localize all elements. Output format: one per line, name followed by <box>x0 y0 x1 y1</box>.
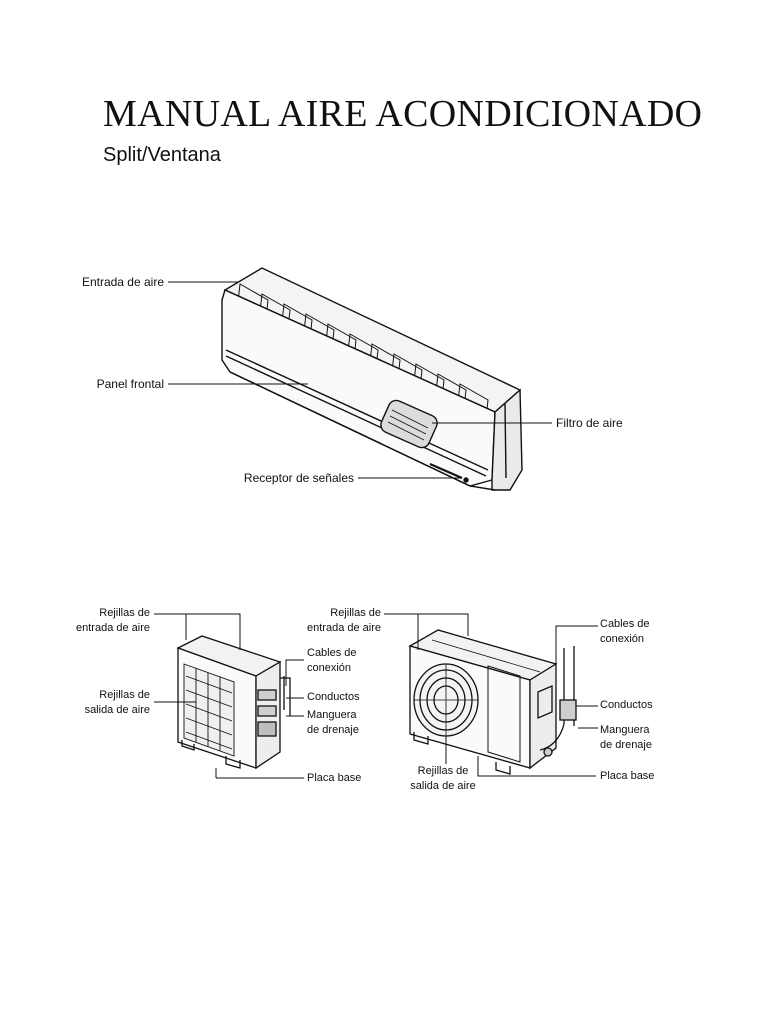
left-label-rejillas-salida-1: Rejillas de <box>99 689 150 701</box>
left-label-cables-2: conexión <box>307 662 352 674</box>
right-label-rejillas-salida-1: Rejillas de <box>417 765 469 777</box>
left-label-rejillas-entrada-2: entrada de aire <box>76 622 150 634</box>
right-label-manguera-1: Manguera <box>600 724 650 736</box>
left-label-manguera-2: de drenaje <box>307 724 359 736</box>
right-label-rejillas-salida-2: salida de aire <box>410 780 476 792</box>
left-label-conductos: Conductos <box>307 691 360 703</box>
page-title: MANUAL AIRE ACONDICIONADO <box>103 93 703 135</box>
label-panel-frontal: Panel frontal <box>96 377 164 391</box>
page-subtitle: Split/Ventana <box>103 144 221 166</box>
left-label-manguera-1: Manguera <box>307 709 357 721</box>
indoor-leaders <box>168 281 552 479</box>
outdoor-right-leaders <box>384 613 598 777</box>
label-entrada-aire: Entrada de aire <box>81 275 164 289</box>
left-label-placa-base: Placa base <box>307 772 362 784</box>
label-receptor-senales: Receptor de señales <box>243 471 354 485</box>
left-label-rejillas-entrada-1: Rejillas de <box>99 607 150 619</box>
left-label-cables-1: Cables de <box>307 647 357 659</box>
label-filtro-aire: Filtro de aire <box>556 416 623 430</box>
indoor-unit-drawing <box>221 267 523 491</box>
outdoor-unit-left-drawing <box>176 635 291 770</box>
right-label-placa-base: Placa base <box>600 770 655 782</box>
outdoor-left-leaders <box>154 613 304 779</box>
right-label-manguera-2: de drenaje <box>600 739 652 751</box>
right-label-cables-1: Cables de <box>600 618 650 630</box>
right-label-cables-2: conexión <box>600 633 645 645</box>
right-label-rejillas-entrada-1: Rejillas de <box>330 607 381 619</box>
right-label-rejillas-entrada-2: entrada de aire <box>307 622 381 634</box>
left-label-rejillas-salida-2: salida de aire <box>84 704 150 716</box>
right-label-conductos: Conductos <box>600 699 653 711</box>
outdoor-unit-right-drawing <box>408 629 577 775</box>
